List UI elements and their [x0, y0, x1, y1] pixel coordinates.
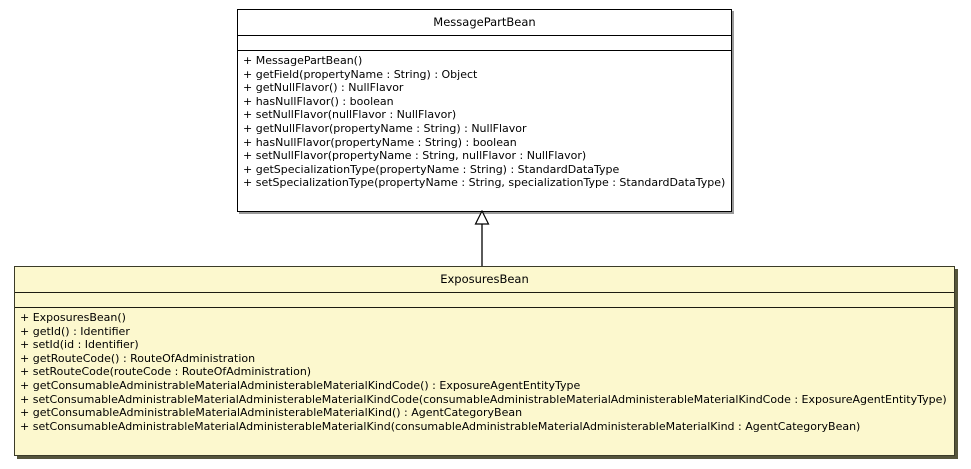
compartment-separator	[238, 50, 731, 51]
operation-row: + MessagePartBean()	[243, 54, 363, 67]
operation-row: + setConsumableAdministrableMaterialAdmi…	[20, 392, 947, 406]
hollow-triangle-arrowhead-icon	[474, 210, 490, 225]
operations-compartment-exposures-bean: + ExposuresBean() + getId() : Identifier…	[15, 308, 954, 437]
compartment-separator	[15, 292, 954, 293]
operation-row: + setConsumableAdministrableMaterialAdmi…	[20, 419, 861, 433]
operation-row: + getConsumableAdministrableMaterialAdmi…	[20, 378, 581, 392]
operation-row: + getField(propertyName : String) : Obje…	[243, 67, 478, 81]
operation-row: + hasNullFlavor(propertyName : String) :…	[243, 135, 517, 149]
operations-compartment-message-part-bean: + MessagePartBean() + getField(propertyN…	[238, 51, 731, 194]
operation-row: + hasNullFlavor() : boolean	[243, 94, 394, 108]
operation-row: + setSpecializationType(propertyName : S…	[243, 176, 726, 190]
operation-row: + setRouteCode(routeCode : RouteOfAdmini…	[20, 365, 312, 379]
uml-class-exposures-bean[interactable]: ExposuresBean + ExposuresBean() + getId(…	[14, 266, 955, 456]
operation-row: + setId(id : Identifier)	[20, 338, 139, 352]
operation-row: + getNullFlavor(propertyName : String) :…	[243, 121, 527, 135]
class-name-message-part-bean: MessagePartBean	[433, 15, 536, 29]
operation-row: + ExposuresBean()	[20, 311, 126, 324]
class-name-exposures-bean: ExposuresBean	[440, 272, 529, 286]
operation-row: + getSpecializationType(propertyName : S…	[243, 162, 620, 176]
compartment-separator	[15, 307, 954, 308]
operation-row: + getId() : Identifier	[20, 324, 130, 338]
attributes-compartment-message-part-bean	[238, 36, 731, 50]
operation-row: + getRouteCode() : RouteOfAdministration	[20, 351, 256, 365]
generalization-connector	[474, 210, 490, 266]
operation-row: + getConsumableAdministrableMaterialAdmi…	[20, 406, 523, 420]
uml-class-message-part-bean[interactable]: MessagePartBean + MessagePartBean() + ge…	[237, 9, 732, 212]
compartment-separator	[238, 35, 731, 36]
attributes-compartment-exposures-bean	[15, 293, 954, 307]
operation-row: + setNullFlavor(propertyName : String, n…	[243, 149, 587, 163]
operation-row: + setNullFlavor(nullFlavor : NullFlavor)	[243, 108, 457, 122]
operation-row: + getNullFlavor() : NullFlavor	[243, 81, 404, 95]
